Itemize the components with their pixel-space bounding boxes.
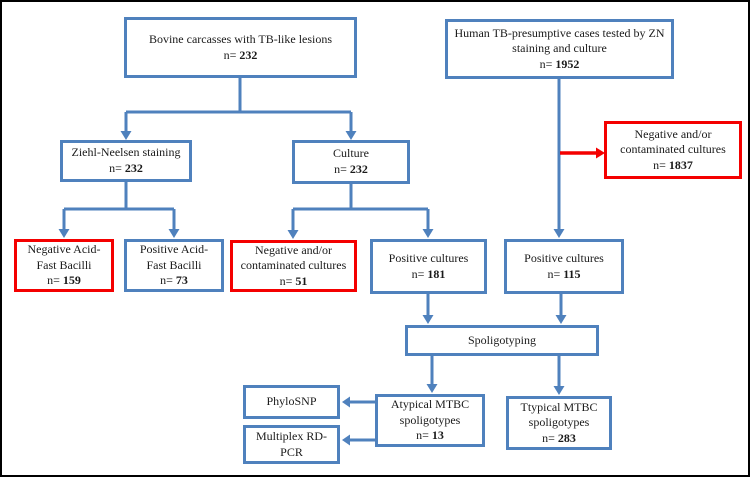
box-count: n= 115 <box>547 267 580 283</box>
arrowhead-181-to-spoligotyping <box>422 315 434 324</box>
arrowhead-to-neg-contam-51 <box>287 230 299 239</box>
arrowhead-to-neg-afb <box>58 229 70 238</box>
arrowhead-to-phylosnp <box>342 396 350 408</box>
count-value: 283 <box>557 430 576 445</box>
box-label: Culture <box>333 146 369 161</box>
box-label: Atypical MTBC spoligotypes <box>390 397 470 427</box>
count-prefix: n= <box>223 47 237 62</box>
box-label: PhyloSNP <box>266 394 317 409</box>
box-count: n= 73 <box>160 273 188 289</box>
box-count: n= 181 <box>412 267 446 283</box>
box-label: Human TB-presumptive cases tested by ZN … <box>454 25 665 56</box>
arrowhead-to-neg-contam-1837 <box>596 147 605 159</box>
box-atypical-mtbc: Atypical MTBC spoligotypes n= 13 <box>375 394 485 447</box>
atypical-out-lines <box>342 396 375 446</box>
count-prefix: n= <box>160 273 173 288</box>
arrowhead-to-atypical <box>426 384 438 393</box>
count-prefix: n= <box>542 430 555 445</box>
box-label: Bovine carcasses with TB-like lesions <box>148 31 333 46</box>
count-value: 115 <box>563 266 581 281</box>
spoligotyping-in-lines <box>422 294 567 324</box>
count-prefix: n= <box>279 273 293 288</box>
count-prefix: n= <box>411 266 425 281</box>
box-label: Negative and/or contaminated cultures <box>240 242 347 273</box>
count-value: 181 <box>427 266 446 281</box>
arrowhead-to-pos-115 <box>553 229 565 238</box>
box-neg-contaminated-1837: Negative and/or contaminated cultures n=… <box>604 121 742 179</box>
count-value: 232 <box>349 162 368 176</box>
box-label: Positive Acid-Fast Bacilli <box>139 242 209 272</box>
arrowhead-to-pos-afb <box>168 229 180 238</box>
count-prefix: n= <box>416 428 429 443</box>
count-prefix: n= <box>334 162 347 176</box>
box-label: Spoligotyping <box>467 332 536 347</box>
box-label: Negative Acid-Fast Bacilli <box>27 242 101 272</box>
box-label: Ziehl-Neelsen staining <box>71 145 181 160</box>
count-value: 73 <box>175 273 188 288</box>
box-spoligotyping: Spoligotyping <box>405 325 599 356</box>
culture-branch-lines <box>287 184 434 239</box>
count-value: 232 <box>239 47 258 62</box>
count-prefix: n= <box>109 161 122 175</box>
box-count: n= 1837 <box>653 158 693 174</box>
box-positive-afb: Positive Acid-Fast Bacilli n= 73 <box>124 239 224 292</box>
count-value: 51 <box>295 273 308 288</box>
box-count: n= 283 <box>542 431 576 447</box>
count-prefix: n= <box>539 56 553 71</box>
arrowhead-to-culture <box>345 131 357 140</box>
bovine-branch-lines <box>120 78 357 140</box>
arrowhead-115-to-spoligotyping <box>555 315 567 324</box>
box-count: n= 1952 <box>540 57 580 73</box>
box-ttypical-mtbc: Ttypical MTBC spoligotypes n= 283 <box>506 396 612 450</box>
zn-branch-lines <box>58 182 180 238</box>
box-count: n= 159 <box>47 273 81 289</box>
box-ziehl-neelsen: Ziehl-Neelsen staining n= 232 <box>60 140 192 182</box>
human-branch-lines <box>553 79 605 238</box>
box-multiplex-rd-pcr: Multiplex RD-PCR <box>243 425 340 464</box>
box-human-tb-presumptive: Human TB-presumptive cases tested by ZN … <box>445 19 674 79</box>
count-value: 1837 <box>668 157 693 172</box>
count-value: 13 <box>431 428 444 443</box>
box-label: Positive cultures <box>524 250 604 265</box>
box-positive-cultures-115: Positive cultures n= 115 <box>504 239 624 294</box>
box-phylosnp: PhyloSNP <box>243 385 340 419</box>
box-negative-afb: Negative Acid-Fast Bacilli n= 159 <box>14 239 114 292</box>
arrowhead-to-pos-181 <box>422 229 434 238</box>
box-count: n= 232 <box>334 162 368 178</box>
box-count: n= 232 <box>109 161 143 177</box>
arrowhead-to-ttypical <box>553 386 565 395</box>
spoligotyping-out-lines <box>426 356 565 395</box>
arrowhead-to-multiplex <box>342 434 350 446</box>
count-value: 1952 <box>555 56 580 71</box>
box-label: Ttypical MTBC spoligotypes <box>520 399 598 430</box>
box-count: n= 232 <box>224 48 258 64</box>
box-neg-contaminated-51: Negative and/or contaminated cultures n=… <box>230 240 357 292</box>
box-culture: Culture n= 232 <box>292 140 410 184</box>
box-label: Positive cultures <box>388 250 469 265</box>
box-bovine-carcasses: Bovine carcasses with TB-like lesions n=… <box>124 17 357 78</box>
box-count: n= 13 <box>416 428 444 444</box>
arrowhead-to-zn <box>120 131 132 140</box>
count-value: 159 <box>62 273 81 288</box>
count-prefix: n= <box>653 157 666 172</box>
count-prefix: n= <box>47 273 60 288</box>
box-positive-cultures-181: Positive cultures n= 181 <box>370 239 487 294</box>
count-value: 232 <box>124 161 143 175</box>
box-label: Negative and/or contaminated cultures <box>620 126 726 157</box>
box-label: Multiplex RD-PCR <box>256 428 327 459</box>
count-prefix: n= <box>547 266 561 281</box>
box-count: n= 51 <box>280 274 308 290</box>
